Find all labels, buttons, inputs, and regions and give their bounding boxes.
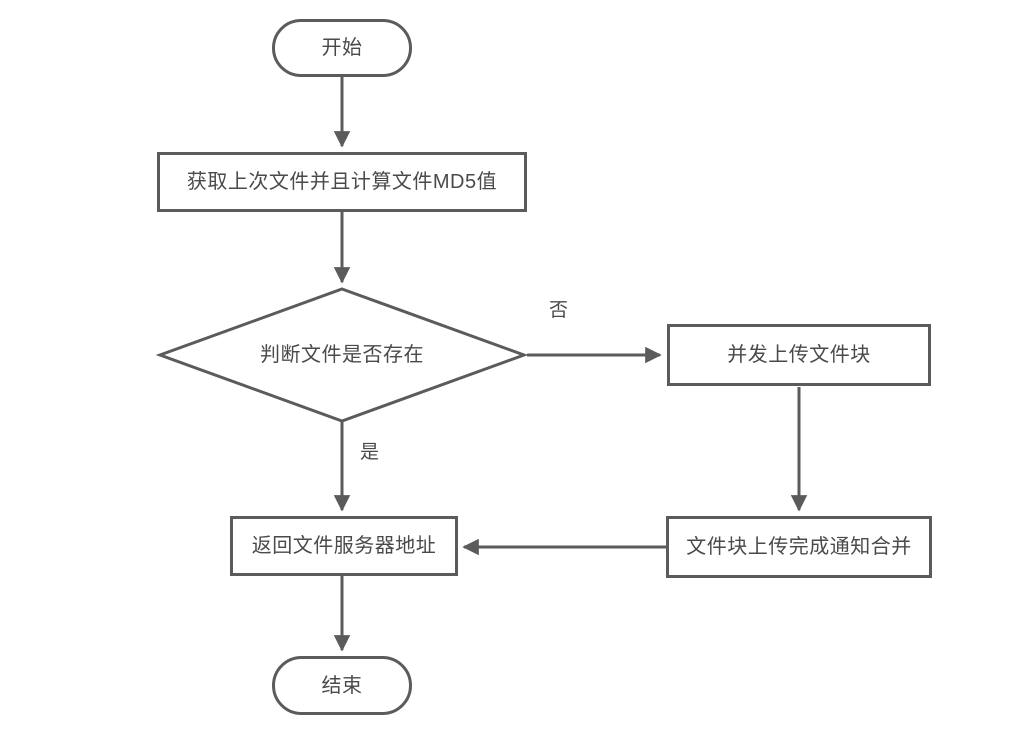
node-notify-merge-label: 文件块上传完成通知合并 (686, 536, 912, 558)
node-return-server-address-label: 返回文件服务器地址 (251, 535, 437, 557)
node-return-server-address: 返回文件服务器地址 (230, 516, 458, 576)
node-decision-file-exists-label: 判断文件是否存在 (260, 344, 424, 366)
node-concurrent-upload-label: 并发上传文件块 (727, 344, 871, 366)
node-compute-md5: 获取上次文件并且计算文件MD5值 (157, 152, 527, 212)
node-concurrent-upload: 并发上传文件块 (667, 324, 931, 386)
node-end: 结束 (272, 656, 412, 715)
node-start: 开始 (272, 19, 412, 77)
edge-label-yes: 是 (360, 442, 380, 463)
edge-label-no: 否 (549, 300, 569, 321)
node-notify-merge: 文件块上传完成通知合并 (666, 516, 932, 578)
node-start-label: 开始 (321, 37, 363, 59)
node-end-label: 结束 (321, 674, 363, 697)
node-compute-md5-label: 获取上次文件并且计算文件MD5值 (186, 171, 498, 193)
node-decision-file-exists: 判断文件是否存在 (160, 289, 524, 421)
